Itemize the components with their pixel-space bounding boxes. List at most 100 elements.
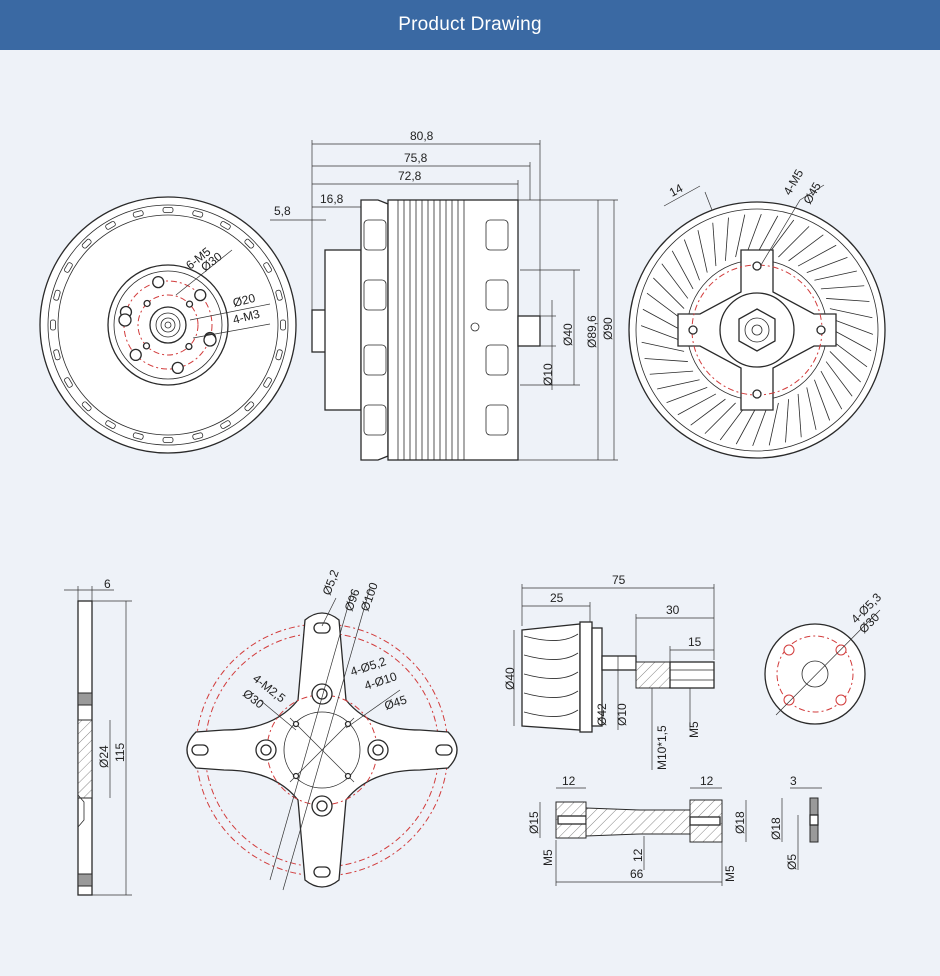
- rotor-fin: [641, 341, 685, 352]
- shaft-dim-12-right: 12: [700, 774, 714, 788]
- rotor-fin: [752, 405, 769, 447]
- rim-slot: [132, 210, 144, 218]
- rotor-fin: [831, 340, 868, 368]
- adapter-dim-d42: Ø42: [595, 703, 609, 726]
- rotor-fin: [725, 217, 729, 261]
- shaft-dim-66: 66: [630, 867, 644, 881]
- rotor-fin: [829, 351, 861, 383]
- rotor-fin: [677, 393, 717, 416]
- rotor-fin: [735, 214, 746, 258]
- mount-hole-inner: [316, 800, 328, 812]
- rotor-fin: [646, 292, 683, 320]
- rim-slot: [53, 349, 61, 361]
- cone-curve: [523, 709, 579, 717]
- rim-slot: [53, 289, 61, 301]
- rotor-fin: [785, 399, 789, 443]
- shaft-dim-12-mid: 12: [631, 848, 645, 862]
- mount-hole: [203, 333, 217, 347]
- side-slot: [485, 344, 509, 376]
- mount-hole: [171, 361, 184, 375]
- rim-slot: [280, 319, 286, 331]
- side-dim-72-8: 72,8: [398, 169, 422, 183]
- side-dim-80-8: 80,8: [410, 129, 434, 143]
- rim-slot: [192, 432, 204, 440]
- rim-slot: [132, 432, 144, 440]
- rotor-fin: [806, 256, 848, 273]
- back-label-d45: Ø45: [800, 180, 824, 207]
- rim-slot: [220, 420, 231, 429]
- rotor-fin: [814, 379, 831, 421]
- arm-slot: [313, 622, 331, 634]
- side-dim-d89-6: Ø89,6: [585, 315, 599, 348]
- front-label-4m3: 4-M3: [231, 307, 261, 327]
- side-slot: [363, 344, 387, 376]
- mount-hole: [129, 348, 142, 362]
- adapter-dim-m5: M5: [687, 721, 701, 738]
- rotor-fin: [797, 244, 837, 267]
- mount-label-d100: Ø100: [358, 580, 381, 613]
- side-dim-16-8: 16,8: [320, 192, 344, 206]
- m3-hole: [185, 342, 193, 351]
- rim-slot: [220, 221, 231, 230]
- mount-hole-inner: [372, 744, 384, 756]
- adapter-face-view: 4-Ø5,3 Ø30: [764, 590, 884, 725]
- rotor-fin: [832, 318, 874, 335]
- m2-5-hole: [292, 720, 300, 728]
- side-dim-d10: Ø10: [541, 363, 555, 386]
- rotor-fin: [829, 308, 873, 319]
- side-dim-d90: Ø90: [601, 317, 615, 340]
- side-slot: [363, 219, 387, 251]
- shaft-dim-d18: Ø18: [733, 811, 747, 834]
- rotor-fin: [644, 358, 688, 362]
- rotor-fin: [820, 285, 865, 290]
- shaft-dim-m5-left: M5: [541, 849, 555, 866]
- rotor-fin: [756, 215, 779, 255]
- m3-hole: [185, 300, 194, 308]
- rotor-fin: [814, 270, 857, 281]
- shaft-view: 12 12 Ø15 Ø18 M5 12 66 M5: [527, 774, 747, 886]
- rotor-fin: [778, 226, 810, 258]
- washer-dim-d5: Ø5: [785, 854, 799, 870]
- rotor-fin: [690, 398, 726, 426]
- washer-dim-d18: Ø18: [769, 817, 783, 840]
- cone-curve: [523, 633, 579, 641]
- rotor-fin: [657, 379, 700, 390]
- rim-slot: [263, 262, 272, 273]
- adapter-dim-30: 30: [666, 603, 680, 617]
- rim-slot: [105, 221, 116, 230]
- washer-dim-3: 3: [790, 774, 797, 788]
- mount-front-view: Ø5,2 Ø96 Ø100 4-Ø5,2 4-Ø10 4-M2,5 Ø30 Ø4…: [186, 567, 458, 891]
- rim-slot: [162, 207, 174, 213]
- rim-slot: [105, 420, 116, 429]
- arm-slot: [191, 744, 209, 756]
- rotor-fin: [683, 239, 700, 281]
- rotor-fin: [653, 277, 685, 309]
- header-bar: Product Drawing: [0, 0, 940, 50]
- rim-slot: [64, 377, 73, 388]
- rotor-fin: [666, 387, 708, 404]
- side-slot: [485, 279, 509, 311]
- rim-slot: [64, 262, 73, 273]
- rotor-fin: [745, 213, 762, 255]
- rotor-fin: [719, 404, 747, 441]
- m3-hole: [142, 342, 151, 350]
- rotor-fin: [767, 219, 795, 256]
- mount-side-label-d24: Ø24: [97, 745, 111, 768]
- shaft-dim-m5-right: M5: [723, 865, 737, 882]
- rotor-fin: [806, 387, 817, 430]
- rim-slot: [162, 437, 174, 443]
- rotor-fin: [671, 250, 694, 290]
- drawing-canvas: 6-M5 Ø30 Ø20 4-M3 80,8 75,8 72,8 16,8 5,…: [0, 50, 940, 976]
- rotor-fin: [797, 393, 802, 438]
- washer-view: 3 Ø18 Ø5: [769, 774, 822, 870]
- adapter-dim-d40: Ø40: [503, 667, 517, 690]
- rotor-fin: [825, 361, 853, 397]
- rotor-fin: [642, 308, 682, 331]
- back-label-14: 14: [667, 181, 686, 200]
- mount-label-d45: Ø45: [383, 692, 409, 712]
- rotor-fin: [649, 370, 694, 375]
- prop-adapter-side-view: 75 25 30 15 Ø40 Ø42 Ø10 M10*1,5 M5: [503, 573, 715, 770]
- rim-slot: [81, 401, 92, 412]
- mount-label-d5-2: Ø5,2: [320, 567, 342, 597]
- front-label-d20: Ø20: [231, 291, 257, 310]
